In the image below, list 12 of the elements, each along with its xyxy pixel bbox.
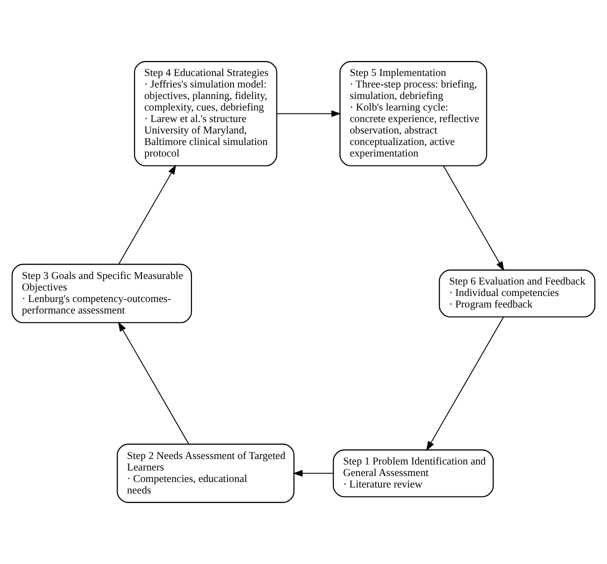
node-box: Step 5 Implementation · Three-step process: briefing, simulation, debriefing · Kolb's learning cycle: concrete experience, reflective observation, abstract conceptualization, active experimentation xyxy=(339,61,488,166)
arrow xyxy=(276,110,342,118)
node-box: Step 4 Educational Strategies · Jeffries's simulation model: objectives, planning, fidelity, complexity, cues, debriefing · Larew et al.'s structure University of Maryland, Baltimore clinical simulation protocol xyxy=(134,61,278,166)
arrow xyxy=(118,164,176,265)
node-box: Step 1 Problem Identification and General Assessment · Literature review xyxy=(332,449,494,498)
arrow xyxy=(443,165,504,272)
node-box: Step 6 Evaluation and Feedback · Individual competencies · Program feedback xyxy=(438,270,596,318)
arrow xyxy=(426,316,504,451)
node-box: Step 3 Goals and Specific Measurable Objectives · Lenburg's competency-outcomes-performance assessment xyxy=(12,264,192,324)
arrow xyxy=(292,470,334,477)
node-box: Step 2 Needs Assessment of Targeted Learners · Competencies, educational needs xyxy=(116,444,294,503)
arrow xyxy=(118,322,190,444)
